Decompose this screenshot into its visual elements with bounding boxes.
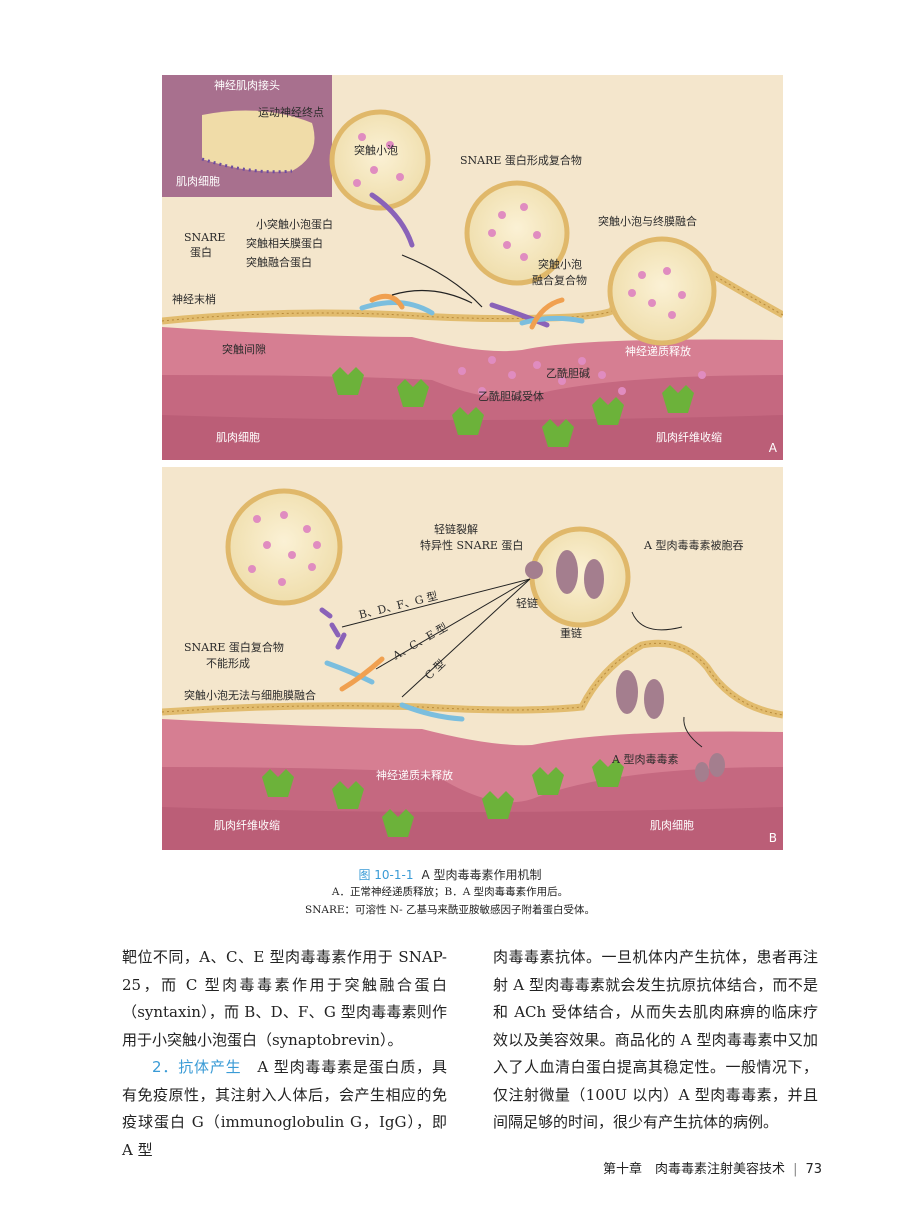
transmitter-release-label: 神经递质释放	[625, 345, 691, 358]
figure-panel-a: 神经肌肉接头 运动神经终点 肌肉细胞 突触小泡 SNARE 蛋白形成复合物 突触…	[162, 75, 783, 460]
body-paragraph: 靶位不同，A、C、E 型肉毒毒素作用于 SNAP-25，而 C 型肉毒毒素作用于…	[122, 948, 447, 1049]
fusion-complex-label-1: 突触小泡	[538, 258, 582, 271]
body-paragraph-antibody: 2．抗体产生 A 型肉毒毒素是蛋白质，具有免疫原性，其注射入人体后，会产生相应的…	[122, 1054, 447, 1164]
ach-receptor-label: 乙酰胆碱受体	[478, 390, 544, 403]
figure-caption-line-a: A．正常神经递质释放；B．A 型肉毒毒素作用后。	[331, 886, 569, 898]
snare-item-2: 突触相关膜蛋白	[246, 237, 323, 250]
nerve-ending-label: 神经末梢	[172, 293, 216, 306]
panel-b-muscle-cell-label: 肌肉细胞	[650, 819, 694, 832]
synaptic-cleft-label: 突触间隙	[222, 343, 266, 356]
muscle-cell-label: 肌肉细胞	[216, 431, 260, 444]
figure-caption-title: 图 10-1-1 A 型肉毒毒素作用机制	[0, 866, 900, 883]
body-column-right: 肉毒毒素抗体。一旦机体内产生抗体，患者再注射 A 型肉毒毒素就会发生抗原抗体结合…	[493, 944, 818, 1137]
panel-b-corner-label: B	[768, 831, 777, 845]
snare-heading-2: 蛋白	[190, 246, 212, 259]
chapter-title: 第十章 肉毒毒素注射美容技术	[603, 1162, 786, 1177]
fusion-complex-label-2: 融合复合物	[532, 274, 587, 287]
snare-item-3: 突触融合蛋白	[246, 256, 312, 269]
vesicle-fusion-label: 突触小泡与终膜融合	[598, 215, 697, 228]
snare-heading-1: SNARE	[184, 231, 226, 244]
panel-b-muscle-contraction-label: 肌肉纤维收缩	[214, 819, 280, 832]
heavy-chain-label: 重链	[560, 627, 582, 640]
cleave-label-1: 轻链裂解	[434, 523, 478, 536]
no-complex-label-1: SNARE 蛋白复合物	[184, 641, 284, 654]
body-paragraph: 肉毒毒素抗体。一旦机体内产生抗体，患者再注射 A 型肉毒毒素就会发生抗原抗体结合…	[493, 948, 818, 1131]
figure-caption-line-b: SNARE：可溶性 N- 乙基马来酰亚胺敏感因子附着蛋白受体。	[305, 904, 595, 916]
no-complex-label-2: 不能形成	[206, 657, 250, 670]
toxin-endocytosed-label: A 型肉毒毒素被胞吞	[644, 539, 744, 552]
inset-muscle-cell-label: 肌肉细胞	[176, 175, 220, 188]
snare-complex-forming-label: SNARE 蛋白形成复合物	[460, 154, 582, 167]
no-fusion-label: 突触小泡无法与细胞膜融合	[184, 689, 316, 702]
panel-a-corner-label: A	[768, 441, 777, 455]
toxin-a-label: A 型肉毒毒素	[612, 753, 679, 766]
snare-item-1: 小突触小泡蛋白	[256, 218, 333, 231]
figure-panel-b: 轻链裂解 特异性 SNARE 蛋白 A 型肉毒毒素被胞吞 轻链 重链 B、D、F…	[162, 467, 783, 850]
synaptic-vesicle-label: 突触小泡	[354, 144, 398, 157]
section-heading: 2．抗体产生	[152, 1058, 242, 1076]
acetylcholine-label: 乙酰胆碱	[546, 367, 590, 380]
body-paragraph-text: A 型肉毒毒素是蛋白质，具有免疫原性，其注射入人体后，会产生相应的免疫球蛋白 G…	[122, 1058, 447, 1159]
figure-title: A 型肉毒毒素作用机制	[421, 868, 542, 882]
panel-b-illustration	[162, 467, 783, 850]
cleave-label-2: 特异性 SNARE 蛋白	[420, 539, 524, 552]
not-released-label: 神经递质未释放	[376, 769, 453, 782]
footer-separator: |	[793, 1162, 798, 1177]
muscle-contraction-label: 肌肉纤维收缩	[656, 431, 722, 444]
inset-title: 神经肌肉接头	[214, 79, 280, 92]
figure-number: 图 10-1-1	[358, 868, 414, 882]
light-chain-label: 轻链	[516, 597, 538, 610]
panel-a-illustration	[162, 75, 783, 460]
body-column-left: 靶位不同，A、C、E 型肉毒毒素作用于 SNAP-25，而 C 型肉毒毒素作用于…	[122, 944, 447, 1164]
inset-nerve-terminal-label: 运动神经终点	[258, 106, 324, 119]
page-number: 73	[805, 1162, 822, 1177]
page-footer: 第十章 肉毒毒素注射美容技术 | 73	[603, 1158, 822, 1177]
